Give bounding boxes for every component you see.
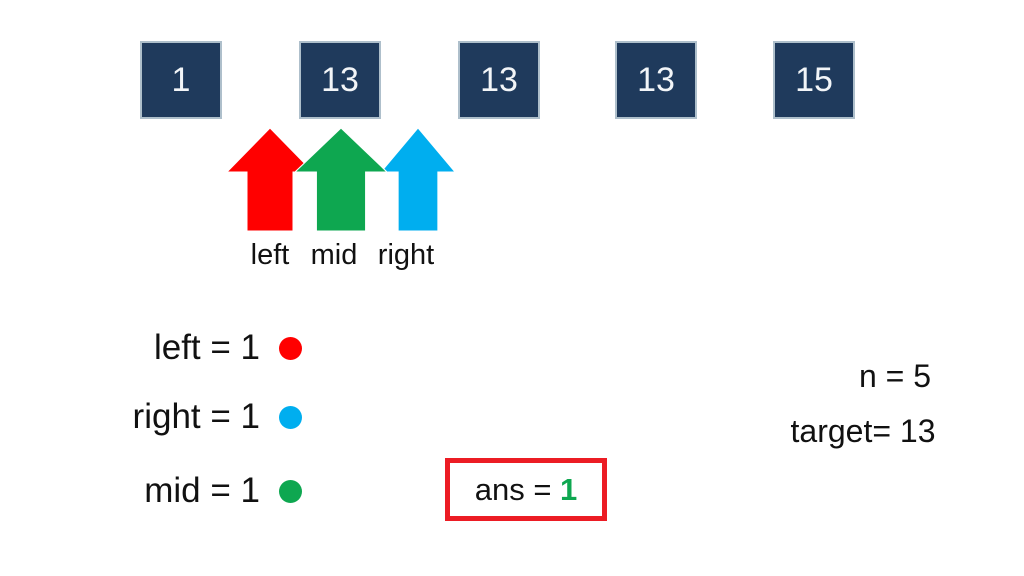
array-cell-5: 15 bbox=[773, 41, 855, 119]
left-dot-shape bbox=[279, 336, 302, 360]
mid-pointer-label: mid bbox=[310, 239, 358, 271]
answer-prefix: ans = bbox=[474, 471, 561, 507]
answer-box: ans = 1 bbox=[445, 458, 607, 521]
left-dot-icon bbox=[279, 336, 302, 360]
left-readout-row: left = 1 bbox=[60, 326, 302, 370]
right-readout-row: right = 1 bbox=[60, 395, 302, 439]
right-dot-shape bbox=[279, 405, 302, 429]
array-cell-4: 13 bbox=[615, 41, 697, 119]
array-cell-1: 1 bbox=[140, 41, 222, 119]
answer-value: 1 bbox=[560, 471, 578, 507]
mid-readout-text: mid = 1 bbox=[144, 471, 260, 510]
array-cell-value: 13 bbox=[321, 60, 359, 99]
array-cell-value: 13 bbox=[480, 60, 518, 99]
right-pointer-label: right bbox=[377, 239, 435, 271]
mid-dot-icon bbox=[279, 479, 302, 503]
array-cell-3: 13 bbox=[458, 41, 540, 119]
right-dot-icon bbox=[279, 405, 302, 429]
left-pointer-label: left bbox=[250, 239, 290, 271]
array-cell-2: 13 bbox=[299, 41, 381, 119]
param-n: n = 5 bbox=[858, 358, 932, 394]
array-cell-value: 13 bbox=[637, 60, 675, 99]
mid-dot-shape bbox=[279, 479, 302, 503]
mid-pointer-arrow-icon bbox=[295, 128, 387, 231]
right-pointer-arrow-icon bbox=[381, 128, 455, 231]
right-readout-text: right = 1 bbox=[132, 397, 260, 436]
param-target: target= 13 bbox=[790, 413, 936, 449]
mid-readout-row: mid = 1 bbox=[60, 469, 302, 513]
mid-pointer-arrow-shape bbox=[295, 128, 387, 231]
array-cell-value: 15 bbox=[795, 60, 833, 99]
array-cell-value: 1 bbox=[171, 60, 191, 99]
left-readout-text: left = 1 bbox=[153, 328, 260, 367]
right-pointer-arrow-shape bbox=[381, 128, 455, 231]
